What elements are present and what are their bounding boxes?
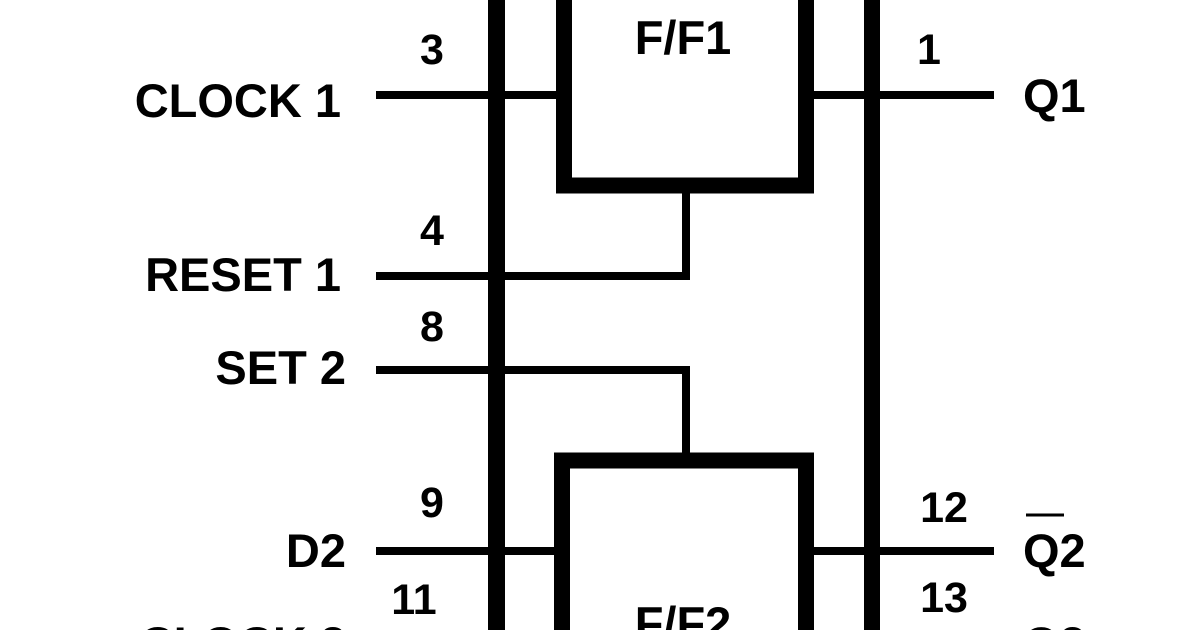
pin-number-11: 11 <box>391 576 436 624</box>
signal-label-d2: D2 <box>286 524 346 577</box>
signal-label-q1: Q1 <box>1023 69 1086 122</box>
signal-label-set-2: SET 2 <box>215 341 346 394</box>
flipflop-1-block <box>556 0 814 194</box>
signal-label-clock-1: CLOCK 1 <box>135 74 341 127</box>
left-package-rail <box>488 0 505 630</box>
set-2-wire <box>376 366 690 454</box>
reset-1-wire <box>376 192 690 280</box>
signal-label-clock-2: CLOCK 2 <box>140 617 346 630</box>
right-package-rail <box>864 0 880 630</box>
pin-number-4: 4 <box>420 207 444 255</box>
pin-number-8: 8 <box>420 303 444 351</box>
flipflop-2-block <box>554 452 814 630</box>
signal-label-reset-1: RESET 1 <box>145 248 341 301</box>
pin-number-3: 3 <box>420 26 444 74</box>
flipflop-1-label: F/F1 <box>635 11 732 64</box>
pin-number-12: 12 <box>920 484 968 532</box>
signal-label-q2: Q2 <box>1023 617 1086 630</box>
pin-number-13: 13 <box>920 574 968 622</box>
flipflop-2-label: F/F2 <box>635 597 732 630</box>
pin-number-1: 1 <box>917 26 941 74</box>
signal-label-q2-bar: Q2 <box>1023 524 1086 577</box>
pin-number-9: 9 <box>420 479 444 527</box>
